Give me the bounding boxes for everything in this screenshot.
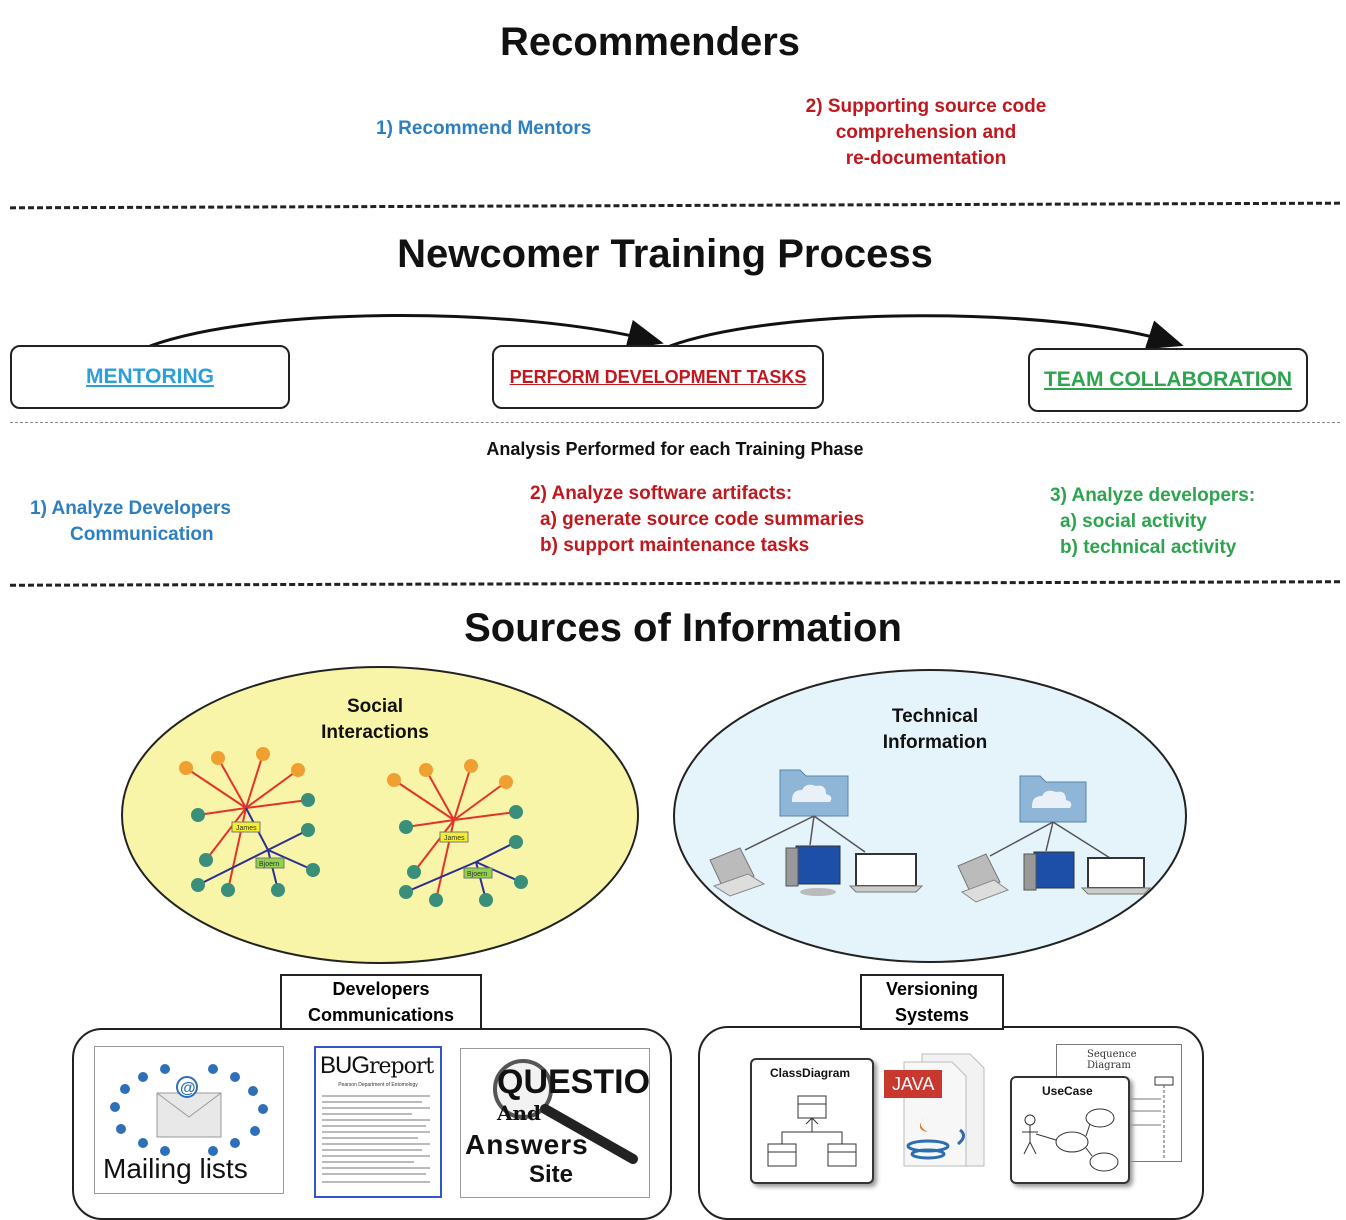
site-label: Site (529, 1161, 574, 1188)
bug-report-subtitle: Pearson Department of Entomology (338, 1082, 418, 1088)
developers-communications-label: Developers Communications (280, 974, 482, 1030)
class-diagram-tile: ClassDiagram (750, 1058, 874, 1184)
arrow-tasks-to-collaboration (669, 314, 1184, 350)
technical-information-ellipse (673, 669, 1187, 963)
svg-text:James: James (236, 825, 257, 832)
usecase-tile: UseCase (1010, 1076, 1130, 1184)
magnifier-icon (493, 1059, 638, 1164)
mailing-lists-label: Mailing lists (103, 1153, 248, 1184)
technical-information-label: Technical Information (882, 706, 988, 753)
svg-text:James: James (444, 835, 465, 842)
analysis-software-artifacts: 2) Analyze software artifacts: a) genera… (530, 483, 865, 556)
social-interactions-ellipse (121, 666, 639, 964)
sources-title: Sources of Information (464, 606, 902, 650)
social-network-graphic-2: James Bjoern (387, 759, 528, 907)
recommenders-title: Recommenders (499, 20, 801, 64)
phase-mentoring: MENTORING (10, 345, 290, 409)
arrow-mentoring-to-tasks (149, 313, 664, 349)
analysis-developers-activity: 3) Analyze developers: a) social activit… (1050, 485, 1256, 558)
social-interactions-label: Social Interactions (321, 696, 429, 743)
sequence-diagram-icon (1127, 1076, 1174, 1159)
svg-text:Bjoern: Bjoern (467, 871, 487, 878)
versioning-systems-label: Versioning Systems (860, 974, 1004, 1030)
and-label: And (497, 1101, 542, 1125)
mailing-lists-tile: @ Mailing lists (94, 1046, 284, 1194)
phase-development-tasks: PERFORM DEVELOPMENT TASKS (492, 345, 824, 409)
bug-report-tile: BUGreport Pearson Department of Entomolo… (314, 1046, 442, 1198)
analysis-heading: Analysis Performed for each Training Pha… (486, 439, 864, 459)
answers-label: Answers (465, 1129, 589, 1160)
questions-answers-tile: QUESTIONS And Answers Site (460, 1048, 650, 1198)
svg-text:Bjoern: Bjoern (259, 861, 279, 868)
analysis-developers-communication: 1) Analyze Developers Communication (30, 498, 231, 545)
java-file-icon (884, 1053, 985, 1167)
class-diagram-icon (767, 1095, 857, 1167)
phase-arrows (149, 313, 1184, 350)
usecase-diagram-icon (1022, 1108, 1119, 1172)
sequence-diagram-label: Sequence Diagram (1087, 1049, 1137, 1071)
computer-network-graphic-2 (957, 775, 1152, 903)
bug-report-text-lines (322, 1095, 430, 1183)
analysis-divider (10, 422, 1340, 423)
java-label: JAVA (892, 1074, 935, 1094)
supporting-code-label: 2) Supporting source code comprehension … (805, 96, 1047, 169)
bug-report-title: BUGreport (320, 1052, 434, 1079)
class-diagram-label: ClassDiagram (770, 1066, 851, 1080)
java-file-tile: JAVA (884, 1050, 988, 1170)
mailing-envelope-icon: @ (110, 1064, 268, 1156)
recommend-mentors-label: 1) Recommend Mentors (376, 118, 592, 139)
training-process-title: Newcomer Training Process (397, 232, 933, 276)
social-network-graphic-1: James Bjoern (179, 747, 320, 897)
computer-network-graphic-1 (709, 769, 924, 897)
phase-team-collaboration: TEAM COLLABORATION (1028, 348, 1308, 412)
section-divider-1 (9, 201, 1341, 210)
usecase-label: UseCase (1042, 1084, 1093, 1098)
svg-text:@: @ (180, 1080, 196, 1097)
questions-label: QUESTIONS (497, 1063, 650, 1101)
section-divider-2 (9, 580, 1341, 587)
